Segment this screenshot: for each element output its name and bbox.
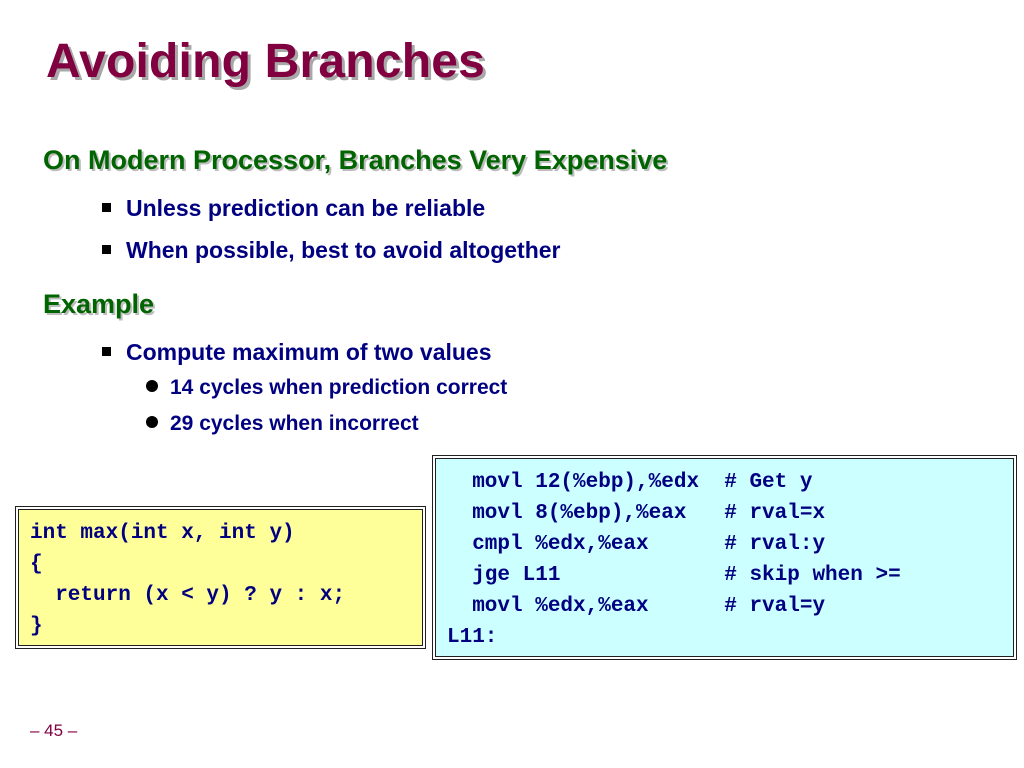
c-code-inner: int max(int x, int y) { return (x < y) ?…	[18, 509, 423, 646]
subbullet-cycles-incorrect: 29 cycles when incorrect	[146, 413, 419, 434]
subbullet-cycles-correct: 14 cycles when prediction correct	[146, 377, 507, 398]
bullet-compute-maximum: Compute maximum of two values	[102, 341, 492, 364]
bullet-text: Compute maximum of two values	[126, 339, 492, 365]
round-bullet-icon	[146, 416, 158, 428]
bullet-prediction-reliable: Unless prediction can be reliable	[102, 197, 485, 220]
asm-code-line: cmpl %edx,%eax # rval:y	[447, 533, 826, 556]
assembly-code-inner: movl 12(%ebp),%edx # Get y movl 8(%ebp),…	[435, 458, 1014, 657]
asm-code-line: jge L11 # skip when >=	[447, 564, 901, 587]
c-code-line: return (x < y) ? y : x;	[30, 584, 346, 607]
section-heading-example: Example	[43, 289, 155, 319]
slide-title: Avoiding Branches	[46, 35, 486, 88]
square-bullet-icon	[102, 245, 111, 254]
assembly-code-box: movl 12(%ebp),%edx # Get y movl 8(%ebp),…	[432, 455, 1017, 660]
section-heading-branches: On Modern Processor, Branches Very Expen…	[43, 145, 668, 175]
subbullet-text: 29 cycles when incorrect	[170, 412, 419, 435]
asm-code-line: L11:	[447, 626, 498, 649]
bullet-text: When possible, best to avoid altogether	[126, 237, 561, 263]
bullet-text: Unless prediction can be reliable	[126, 195, 486, 221]
c-code-line: int max(int x, int y)	[30, 522, 295, 545]
c-code-line: }	[30, 615, 43, 638]
round-bullet-icon	[146, 380, 158, 392]
c-code-line: {	[30, 553, 43, 576]
c-code-box: int max(int x, int y) { return (x < y) ?…	[15, 506, 426, 649]
subbullet-text: 14 cycles when prediction correct	[170, 376, 508, 399]
asm-code-line: movl 12(%ebp),%edx # Get y	[447, 471, 813, 494]
asm-code-line: movl 8(%ebp),%eax # rval=x	[447, 502, 826, 525]
square-bullet-icon	[102, 203, 111, 212]
square-bullet-icon	[102, 347, 111, 356]
bullet-avoid-altogether: When possible, best to avoid altogether	[102, 239, 561, 262]
page-number: – 45 –	[30, 721, 78, 740]
asm-code-line: movl %edx,%eax # rval=y	[447, 595, 826, 618]
